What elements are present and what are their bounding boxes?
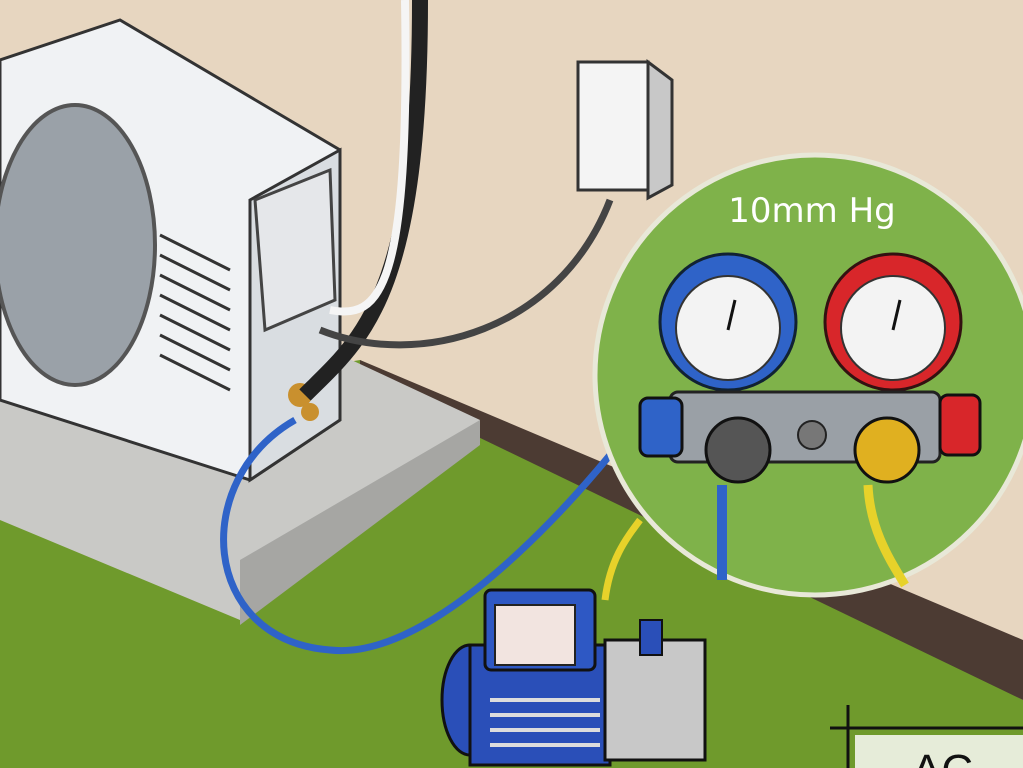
- high-pressure-gauge: [823, 252, 963, 392]
- gauge-reading: 10mm Hg: [728, 191, 895, 231]
- yellow-hose: [601, 517, 643, 601]
- vacuum-pump: [440, 588, 707, 767]
- low-pressure-gauge: [658, 252, 798, 392]
- manifold-gauge-callout: 10mm Hg: [592, 152, 1023, 598]
- disconnect-box: [576, 59, 674, 201]
- pump-label: [494, 604, 576, 666]
- corner-label-box: AC: [830, 705, 1023, 768]
- blue-hose: [220, 416, 613, 655]
- corner-label: AC: [912, 746, 973, 768]
- high-side-valve: [853, 416, 921, 484]
- low-side-valve: [704, 416, 772, 484]
- ac-outdoor-unit: [0, 18, 342, 483]
- electrical-cable: [318, 198, 614, 349]
- fan-grille: [0, 103, 157, 387]
- valve-cover: [253, 167, 337, 333]
